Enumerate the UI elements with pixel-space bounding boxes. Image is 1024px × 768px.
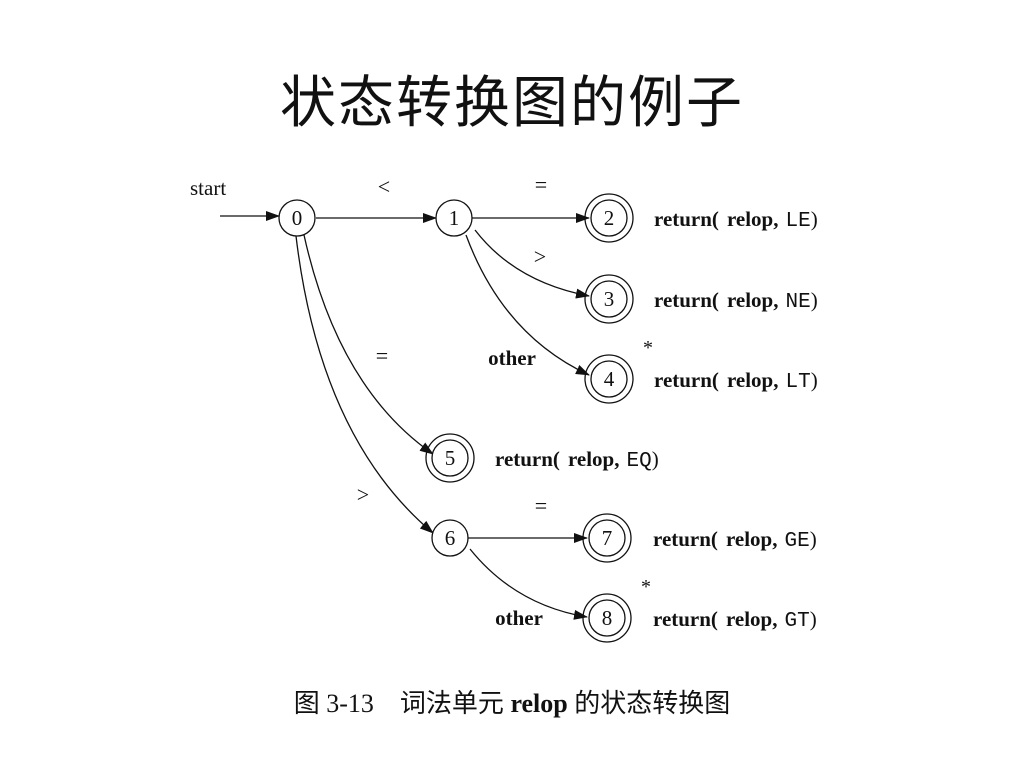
caption-text-before: 词法单元 xyxy=(399,689,504,718)
accepting-ring xyxy=(425,433,475,483)
edge-label-1-to-2: = xyxy=(535,172,547,197)
action-relop: relop, xyxy=(727,368,779,392)
state-circle xyxy=(588,519,626,557)
accepting-ring xyxy=(584,274,634,324)
state-number: 7 xyxy=(602,526,613,550)
action-return: return( xyxy=(654,288,719,312)
edge-label-6-to-8: other xyxy=(495,606,543,630)
edge-label-0-to-6: > xyxy=(357,482,369,507)
state-7: 7 xyxy=(582,513,632,563)
state-number: 6 xyxy=(445,526,456,550)
action-return: return( xyxy=(653,607,718,631)
action-state-3: return( relop, NE) xyxy=(654,288,818,314)
edge-label-1-to-3: > xyxy=(534,244,546,269)
retract-mark: * xyxy=(641,576,651,598)
state-6: 6 xyxy=(431,519,469,557)
action-close-paren: ) xyxy=(811,207,818,231)
state-3: 3 xyxy=(584,274,634,324)
state-circle xyxy=(278,199,316,237)
accepting-ring xyxy=(584,193,634,243)
page-title: 状态转换图的例子 xyxy=(280,71,744,136)
edge-1-to-3 xyxy=(474,229,590,299)
retract-mark: * xyxy=(643,337,653,359)
state-number: 0 xyxy=(292,206,303,230)
caption-text-after: 的状态转换图 xyxy=(574,689,731,718)
caption-bold-word: relop xyxy=(510,689,568,718)
edge-0-to-6 xyxy=(295,235,434,534)
state-number: 8 xyxy=(602,606,613,630)
action-token: GE xyxy=(784,530,809,553)
state-circle xyxy=(590,199,628,237)
edge-label-0-to-5: = xyxy=(376,343,388,368)
action-relop: relop, xyxy=(726,607,778,631)
action-close-paren: ) xyxy=(810,607,817,631)
state-4: 4* xyxy=(584,337,653,404)
state-actions: return(relop,LE)return(relop,NE)return(r… xyxy=(495,207,818,633)
figure-caption: 图 3-13 词法单元 relop 的状态转换图 xyxy=(0,683,1024,720)
action-token: EQ xyxy=(626,450,651,473)
action-token: LT xyxy=(785,371,810,394)
edge-label-0-to-1: < xyxy=(378,174,390,199)
action-close-paren: ) xyxy=(811,368,818,392)
state-circle xyxy=(590,280,628,318)
state-circle xyxy=(590,360,628,398)
action-relop: relop, xyxy=(727,207,779,231)
state-number: 2 xyxy=(604,206,615,230)
action-token: LE xyxy=(785,210,810,233)
action-relop: relop, xyxy=(727,288,779,312)
state-8: 8* xyxy=(582,576,651,643)
action-token: GT xyxy=(784,610,809,633)
action-token: NE xyxy=(785,291,810,314)
action-return: return( xyxy=(654,207,719,231)
caption-figure-number: 图 3-13 xyxy=(293,689,374,718)
action-state-7: return( relop, GE) xyxy=(653,527,817,553)
action-close-paren: ) xyxy=(652,447,659,471)
accepting-ring xyxy=(584,354,634,404)
action-return: return( xyxy=(495,447,560,471)
accepting-ring xyxy=(582,593,632,643)
action-state-2: return( relop, LE) xyxy=(654,207,818,233)
action-state-4: return( relop, LT) xyxy=(654,368,818,394)
edge-0-to-5 xyxy=(303,234,434,455)
state-circle xyxy=(431,519,469,557)
edge-1-to-4 xyxy=(465,234,590,376)
state-5: 5 xyxy=(425,433,475,483)
state-circle xyxy=(431,439,469,477)
transition-edges xyxy=(220,211,590,620)
edge-label-6-to-7: = xyxy=(535,493,547,518)
state-number: 3 xyxy=(604,287,615,311)
action-relop: relop, xyxy=(568,447,620,471)
action-close-paren: ) xyxy=(811,288,818,312)
accepting-ring xyxy=(582,513,632,563)
state-circle xyxy=(435,199,473,237)
state-number: 1 xyxy=(449,206,460,230)
action-return: return( xyxy=(653,527,718,551)
state-0: 0 xyxy=(278,199,316,237)
action-state-8: return( relop, GT) xyxy=(653,607,817,633)
state-1: 1 xyxy=(435,199,473,237)
action-relop: relop, xyxy=(726,527,778,551)
start-label: start xyxy=(190,176,226,200)
edge-label-1-to-4: other xyxy=(488,346,536,370)
state-circle xyxy=(588,599,626,637)
state-number: 4 xyxy=(604,367,615,391)
action-return: return( xyxy=(654,368,719,392)
edge-6-to-8 xyxy=(469,548,588,620)
state-2: 2 xyxy=(584,193,634,243)
action-state-5: return( relop, EQ) xyxy=(495,447,659,473)
action-close-paren: ) xyxy=(810,527,817,551)
state-number: 5 xyxy=(445,446,456,470)
transition-labels: start < = > other = > = other xyxy=(190,172,547,630)
